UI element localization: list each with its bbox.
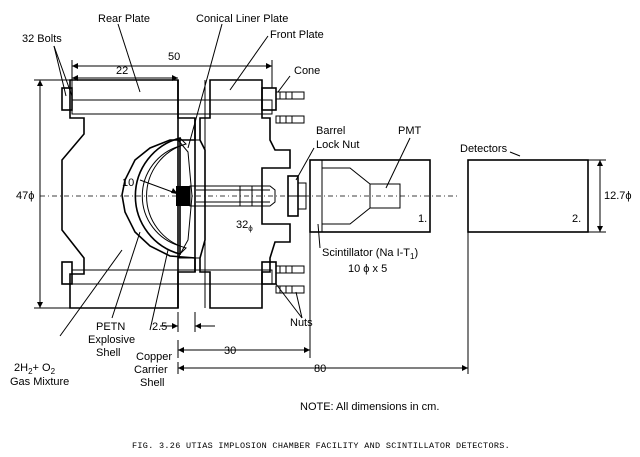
label-rear-plate: Rear Plate [98,13,150,25]
label-bolts: 32 Bolts [22,33,62,45]
label-explosive: Explosive [88,334,135,346]
label-lock-nut: Lock Nut [316,139,359,151]
dim-50: 50 [168,51,180,63]
label-petn: PETN [96,321,125,333]
label-detectors: Detectors [460,143,508,155]
label-petn-shell: Shell [96,347,120,359]
bolts-top [61,87,305,124]
dim-47-phi: 47ϕ [16,190,34,202]
dim-32: 32ϕ [236,219,253,233]
label-scintillator: Scintillator (Na I-T1) [322,247,418,261]
label-detector-1-number: 1. [418,213,427,225]
dimension-lines [34,60,606,374]
leader-lines [53,23,521,337]
dim-10: 10 [122,177,134,189]
label-copper-shell: Shell [140,377,164,389]
detector-1 [309,159,431,233]
label-cone: Cone [294,65,320,77]
label-carrier: Carrier [134,364,168,376]
dim-80: 80 [314,363,326,375]
label-detector-2-number: 2. [572,213,581,225]
label-barrel: Barrel [316,125,345,137]
label-copper: Copper [136,351,172,363]
label-scintillator-size: 10 ϕ x 5 [348,263,387,275]
labels: Rear Plate Conical Liner Plate Front Pla… [10,13,632,451]
label-pmt: PMT [398,125,422,137]
label-front-plate: Front Plate [270,29,324,41]
dim-12-7-phi: 12.7ϕ [604,190,632,202]
label-conical-liner-plate: Conical Liner Plate [196,13,288,25]
label-gas: 2H2+ O2 [14,362,56,376]
note: NOTE: All dimensions in cm. [300,401,439,413]
label-gas-mixture: Gas Mixture [10,376,69,388]
figure-caption: FIG. 3.26 UTIAS IMPLOSION CHAMBER FACILI… [132,441,510,451]
chamber-hemisphere [134,136,187,256]
label-nuts: Nuts [290,317,313,329]
detector-2 [467,159,589,233]
bolts-bottom [61,261,305,294]
dim-2-5: 2.5 [152,321,167,333]
dim-30: 30 [224,345,236,357]
barrel [176,185,276,207]
dim-22: 22 [116,65,128,77]
